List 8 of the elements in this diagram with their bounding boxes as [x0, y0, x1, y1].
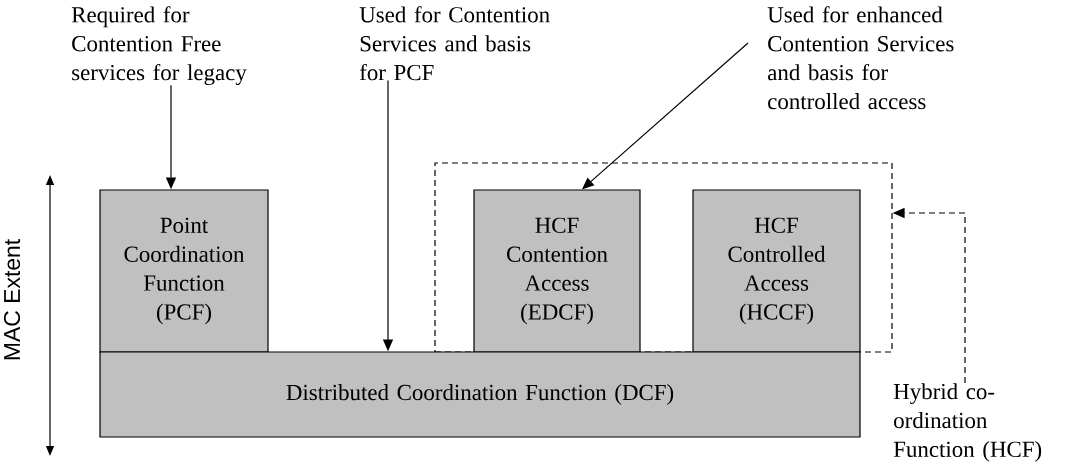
function-box: Point Coordination Function (PCF): [99, 189, 269, 353]
annotation-text: Used for enhanced Contention Services and basis for controlled access: [767, 6, 954, 110]
annotation-text: Required for Contention Free services for legacy: [71, 6, 247, 86]
function-box: HCF Controlled Access (HCCF): [692, 189, 861, 353]
axis-label: MAC Extent: [3, 239, 21, 360]
function-box: HCF Contention Access (EDCF): [473, 189, 641, 353]
annotation-text: Hybrid co-ordination Function (HCF): [893, 383, 1042, 462]
annotation-text: Used for Contention Services and basis for PCF: [359, 6, 550, 81]
